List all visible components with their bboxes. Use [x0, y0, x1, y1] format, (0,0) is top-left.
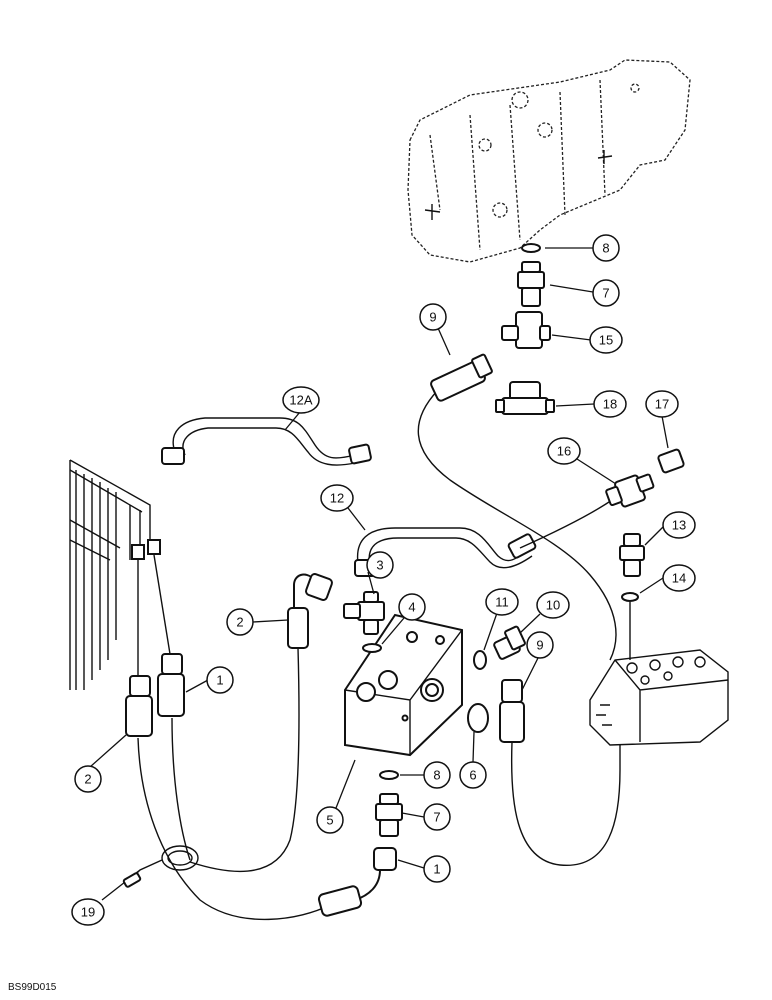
- hose-9-to-16: [417, 389, 617, 661]
- svg-text:7: 7: [602, 286, 609, 301]
- callout-6: 6: [459, 761, 487, 789]
- callout-2-upper: 2: [226, 608, 254, 636]
- oil-cooler: [69, 459, 161, 690]
- drawing-code: BS99D015: [8, 982, 57, 993]
- callout-18: 18: [593, 390, 627, 418]
- svg-text:10: 10: [546, 598, 560, 613]
- hose-2-upper-line: [189, 647, 300, 873]
- hose-1-left-line: [171, 717, 191, 861]
- callout-3: 3: [366, 551, 394, 579]
- callout-4: 4: [398, 593, 426, 621]
- tee-18: [495, 381, 555, 415]
- radiator-to-hose-lines: [137, 554, 171, 676]
- callout-12a: 12A: [282, 386, 320, 414]
- callout-17: 17: [645, 390, 679, 418]
- callout-8-top: 8: [592, 234, 620, 262]
- callout-15: 15: [589, 326, 623, 354]
- o-ring-14: [621, 592, 639, 602]
- svg-text:6: 6: [469, 768, 476, 783]
- adapter-7-top: [517, 261, 545, 307]
- callout-9-top: 9: [419, 303, 447, 331]
- callout-10: 10: [536, 591, 570, 619]
- svg-text:9: 9: [429, 310, 436, 325]
- svg-text:7: 7: [433, 810, 440, 825]
- callout-14: 14: [662, 564, 696, 592]
- hose-elbow-2-upper: [287, 573, 333, 649]
- callout-9-lower: 9: [526, 631, 554, 659]
- tee-3: [343, 591, 385, 635]
- o-ring-6: [467, 703, 489, 733]
- callout-13: 13: [662, 511, 696, 539]
- tube-12a: [161, 417, 372, 466]
- svg-text:4: 4: [408, 600, 415, 615]
- leader-lines: [89, 247, 669, 901]
- manifold-block-5: [344, 613, 463, 757]
- callout-19: 19: [71, 898, 105, 926]
- o-ring-8-lower: [379, 770, 399, 780]
- svg-text:13: 13: [672, 518, 686, 533]
- svg-text:5: 5: [326, 813, 333, 828]
- adapter-7-lower: [375, 793, 403, 837]
- hose-end-2-left: [125, 675, 153, 737]
- tube-12: [354, 527, 537, 577]
- callout-1-upper: 1: [206, 666, 234, 694]
- svg-text:2: 2: [84, 772, 91, 787]
- hose-9-loop: [510, 741, 621, 866]
- callout-1-lower: 1: [423, 855, 451, 883]
- svg-text:12: 12: [330, 491, 344, 506]
- cap-17: [657, 448, 685, 474]
- callout-16: 16: [547, 437, 581, 465]
- hose-end-9-lower: [499, 679, 525, 743]
- control-valve: [589, 649, 729, 746]
- callout-11: 11: [485, 588, 519, 616]
- callout-7-lower: 7: [423, 803, 451, 831]
- svg-text:18: 18: [603, 397, 617, 412]
- tee-15: [501, 311, 551, 349]
- hose-end-1-left: [157, 653, 185, 717]
- line-16-to-valve: [519, 499, 613, 549]
- o-ring-11: [473, 650, 487, 670]
- o-ring-4: [362, 643, 382, 653]
- hose-elbow-1-lower: [317, 847, 397, 917]
- callout-7-top: 7: [592, 279, 620, 307]
- elbow-16: [605, 473, 655, 508]
- adapter-13: [619, 533, 645, 577]
- svg-text:2: 2: [236, 615, 243, 630]
- elbow-10: [493, 625, 526, 660]
- svg-text:1: 1: [433, 862, 440, 877]
- callout-5: 5: [316, 806, 344, 834]
- svg-text:14: 14: [672, 571, 686, 586]
- callout-2-lower: 2: [74, 765, 102, 793]
- o-ring-8-top: [521, 243, 541, 253]
- hose-clamp-19: [122, 845, 199, 888]
- svg-text:11: 11: [495, 595, 509, 610]
- callout-8-lower: 8: [423, 761, 451, 789]
- svg-text:16: 16: [557, 444, 571, 459]
- hose-end-9-top: [430, 353, 493, 402]
- svg-text:8: 8: [433, 768, 440, 783]
- svg-text:1: 1: [216, 673, 223, 688]
- svg-text:8: 8: [602, 241, 609, 256]
- svg-text:17: 17: [655, 397, 669, 412]
- svg-text:3: 3: [376, 558, 383, 573]
- svg-text:15: 15: [599, 333, 613, 348]
- hydraulic-pump: [407, 59, 691, 263]
- svg-text:12A: 12A: [289, 393, 312, 408]
- hose-2-left-line: [137, 737, 331, 921]
- callout-12: 12: [320, 484, 354, 512]
- svg-text:9: 9: [536, 638, 543, 653]
- svg-text:19: 19: [81, 905, 95, 920]
